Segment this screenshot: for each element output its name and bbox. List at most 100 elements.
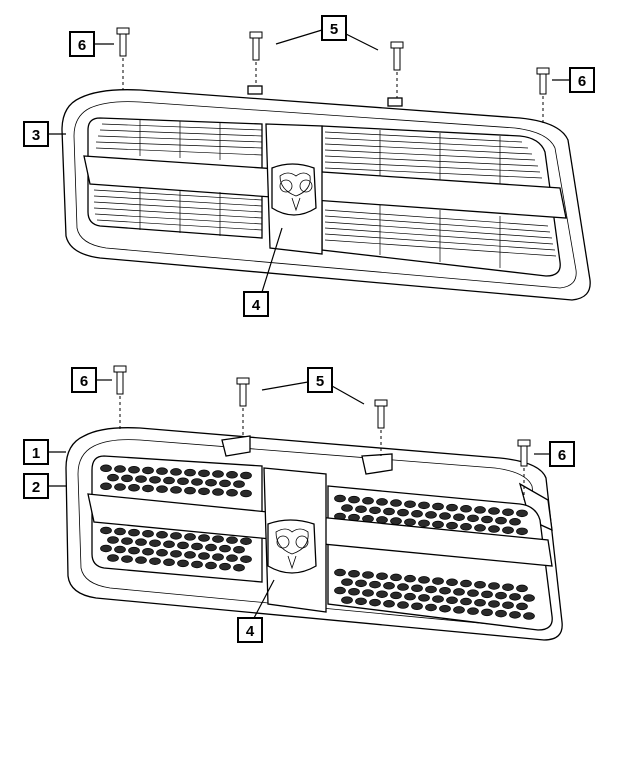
mesh-cell	[184, 468, 196, 477]
mesh-cell	[516, 527, 528, 536]
svg-text:4: 4	[246, 623, 255, 640]
callout-2: 2	[23, 473, 66, 499]
mesh-cell	[383, 600, 395, 608]
mesh-cell	[425, 603, 437, 612]
mesh-cell	[334, 568, 346, 577]
mesh-cell	[453, 606, 465, 614]
mesh-cell	[446, 596, 458, 605]
mesh-cell	[121, 555, 133, 563]
mesh-cell	[233, 480, 245, 488]
mesh-cell	[481, 608, 493, 617]
mesh-cell	[502, 508, 514, 516]
mesh-cell	[121, 474, 133, 483]
mesh-cell	[446, 503, 458, 512]
svg-text:6: 6	[80, 373, 88, 390]
mesh-cell	[362, 571, 374, 579]
mesh-cell	[516, 584, 528, 593]
mesh-cell	[404, 518, 416, 526]
mesh-cell	[474, 581, 486, 589]
mesh-cell	[488, 582, 500, 590]
mesh-cell	[135, 538, 147, 546]
mesh-cell	[481, 515, 493, 524]
mesh-cell	[404, 500, 416, 508]
mesh-cell	[376, 590, 388, 598]
bolt-icon	[374, 399, 388, 456]
mesh-cell	[226, 471, 238, 479]
mesh-cell	[348, 495, 360, 504]
mesh-cell	[233, 545, 245, 554]
mesh-cell	[481, 590, 493, 599]
callout-4-top: 4	[243, 227, 283, 317]
svg-text:5: 5	[330, 21, 338, 38]
mesh-cell	[240, 489, 252, 498]
mesh-cell	[502, 583, 514, 591]
mesh-cell	[334, 494, 346, 503]
callout-5-bottom: 5	[261, 367, 365, 405]
mesh-cell	[170, 532, 182, 540]
mesh-cell	[226, 554, 238, 562]
mesh-cell	[142, 466, 154, 475]
mesh-cell	[198, 469, 210, 478]
callout-6-top-left: 6	[69, 31, 114, 57]
mesh-cell	[446, 578, 458, 587]
mesh-cell	[355, 579, 367, 588]
mesh-cell	[390, 499, 402, 507]
mesh-cell	[100, 482, 112, 491]
mesh-cell	[509, 611, 521, 619]
mesh-cell	[509, 518, 521, 526]
mesh-cell	[348, 587, 360, 596]
mesh-cell	[114, 545, 126, 554]
mesh-cell	[355, 505, 367, 513]
mesh-cell	[432, 520, 444, 529]
mesh-cell	[397, 508, 409, 517]
mesh-cell	[184, 551, 196, 559]
mesh-cell	[362, 589, 374, 597]
mesh-cell	[523, 594, 535, 602]
mesh-cell	[467, 514, 479, 523]
mesh-cell	[488, 600, 500, 608]
mesh-cell	[341, 504, 353, 512]
mesh-cell	[516, 602, 528, 611]
mesh-cell	[418, 576, 430, 584]
mesh-cell	[184, 533, 196, 541]
mesh-cell	[495, 591, 507, 600]
mesh-cell	[425, 511, 437, 519]
callout-6-bottom-right: 6	[534, 441, 575, 467]
mesh-cell	[163, 540, 175, 549]
mesh-cell	[219, 544, 231, 553]
mesh-cell	[149, 539, 161, 547]
mesh-cell	[100, 464, 112, 473]
callout-4-bottom: 4	[237, 579, 275, 643]
mesh-cell	[177, 559, 189, 568]
top-grille-assembly	[61, 85, 591, 301]
mesh-cell	[219, 479, 231, 488]
mesh-cell	[212, 535, 224, 543]
mesh-cell	[128, 483, 140, 492]
bolt-icon	[236, 377, 250, 438]
mesh-cell	[212, 470, 224, 478]
bottom-ram-emblem	[267, 519, 317, 574]
top-bolts	[116, 27, 550, 124]
mesh-cell	[439, 512, 451, 520]
mesh-cell	[404, 592, 416, 601]
mesh-cell	[390, 591, 402, 600]
mesh-cell	[170, 468, 182, 476]
mesh-cell	[432, 595, 444, 603]
mesh-cell	[502, 601, 514, 609]
mesh-cell	[205, 478, 217, 487]
callout-5-top: 5	[275, 15, 379, 51]
mesh-cell	[369, 506, 381, 515]
mesh-cell	[369, 580, 381, 589]
mesh-cell	[418, 519, 430, 528]
mesh-cell	[163, 476, 175, 485]
svg-text:1: 1	[32, 445, 40, 462]
mesh-cell	[198, 534, 210, 542]
mesh-cell	[114, 465, 126, 473]
mesh-cell	[184, 486, 196, 495]
svg-text:6: 6	[578, 73, 586, 90]
svg-text:3: 3	[32, 127, 40, 144]
callout-6-bottom-left: 6	[71, 367, 112, 393]
mesh-cell	[425, 585, 437, 594]
mesh-cell	[390, 573, 402, 582]
mesh-cell	[383, 582, 395, 590]
